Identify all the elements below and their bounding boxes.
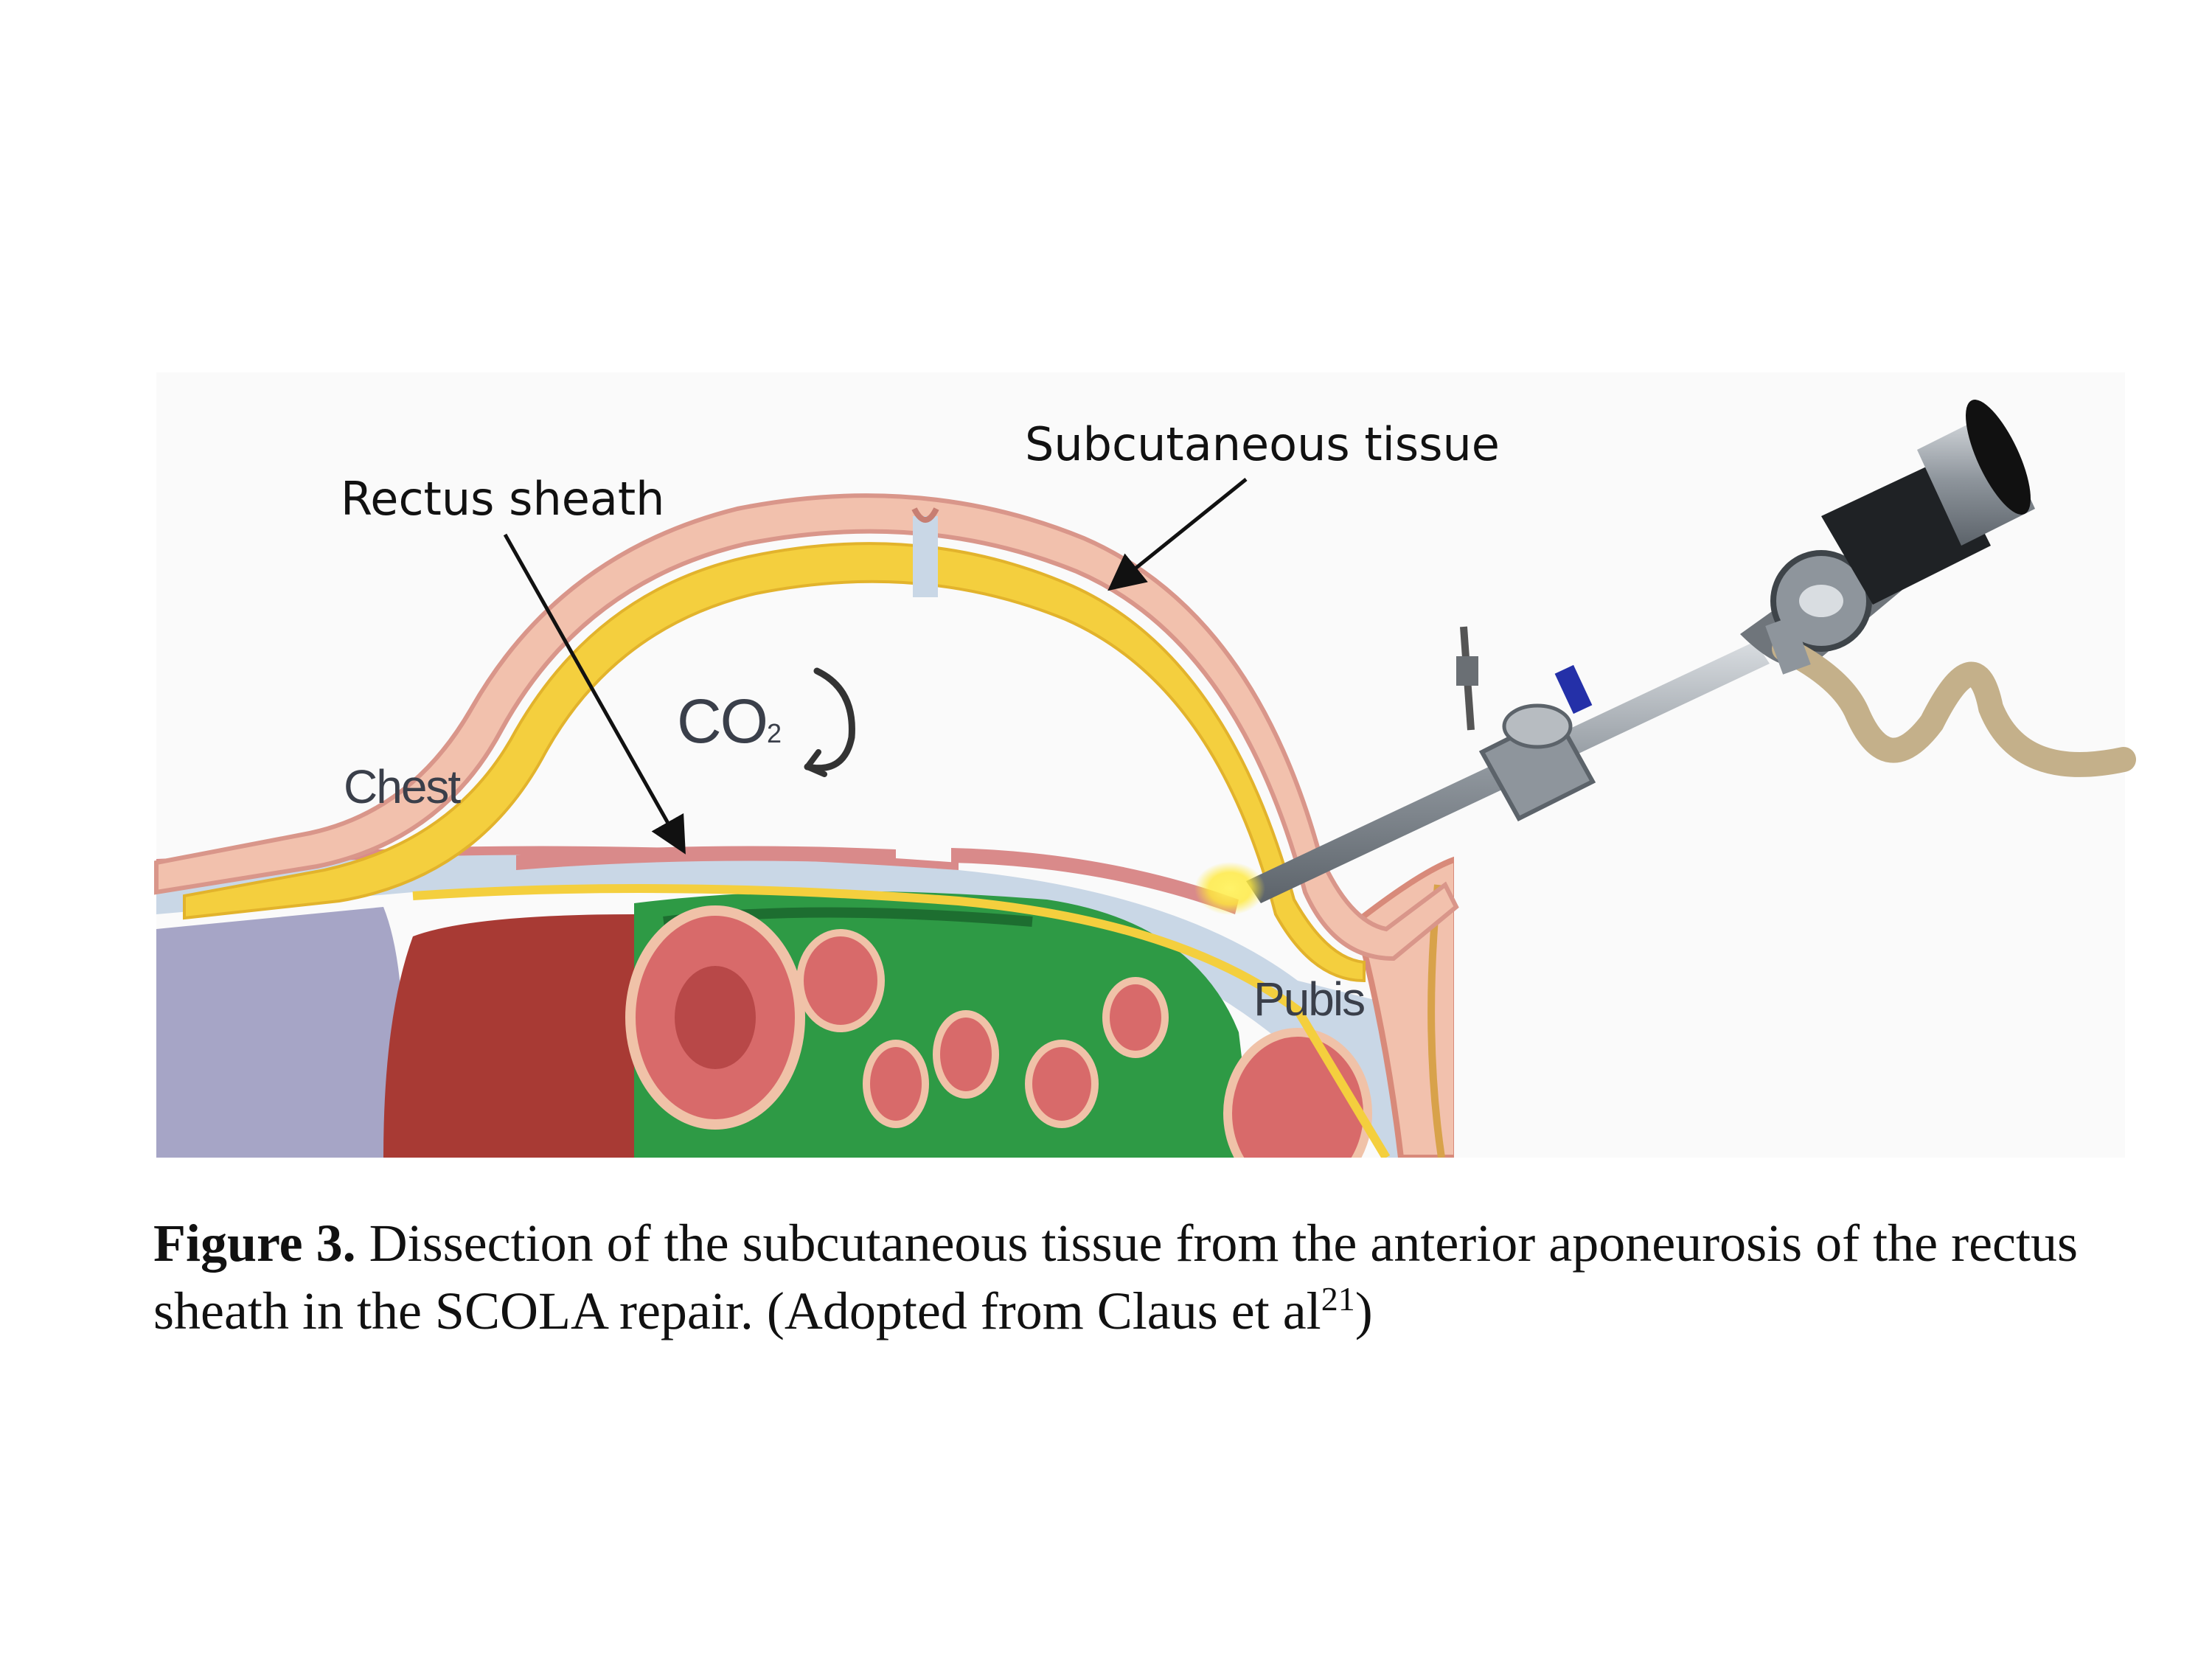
figure-caption: Figure 3. Dissection of the subcutaneous… <box>153 1209 2085 1345</box>
chest-label: Chest <box>344 760 461 813</box>
co2-label: CO2 <box>677 686 782 756</box>
figure-number: Figure 3. <box>153 1214 356 1273</box>
caption-end: ) <box>1354 1281 1373 1340</box>
rectus-sheath <box>516 846 1239 914</box>
subcutaneous-label: Subcutaneous tissue <box>1025 417 1500 471</box>
bladder <box>1223 1028 1372 1158</box>
co2-cycle-icon <box>804 667 855 777</box>
skin-flap <box>154 493 1459 983</box>
reference-number: 21 <box>1321 1280 1355 1318</box>
subcutaneous-pointer <box>1107 478 1248 591</box>
pubis-label: Pubis <box>1253 973 1366 1026</box>
caption-text: Dissection of the subcutaneous tissue fr… <box>153 1214 2079 1340</box>
rectus-sheath-label: Rectus sheath <box>341 472 665 526</box>
liver <box>383 914 634 1158</box>
light-beam-icon <box>1194 862 1265 915</box>
chest-cavity <box>156 907 403 1158</box>
rectus-pointer <box>503 533 686 855</box>
laparoscope-icon <box>1246 400 2136 903</box>
bowel-loops <box>796 929 1169 1128</box>
